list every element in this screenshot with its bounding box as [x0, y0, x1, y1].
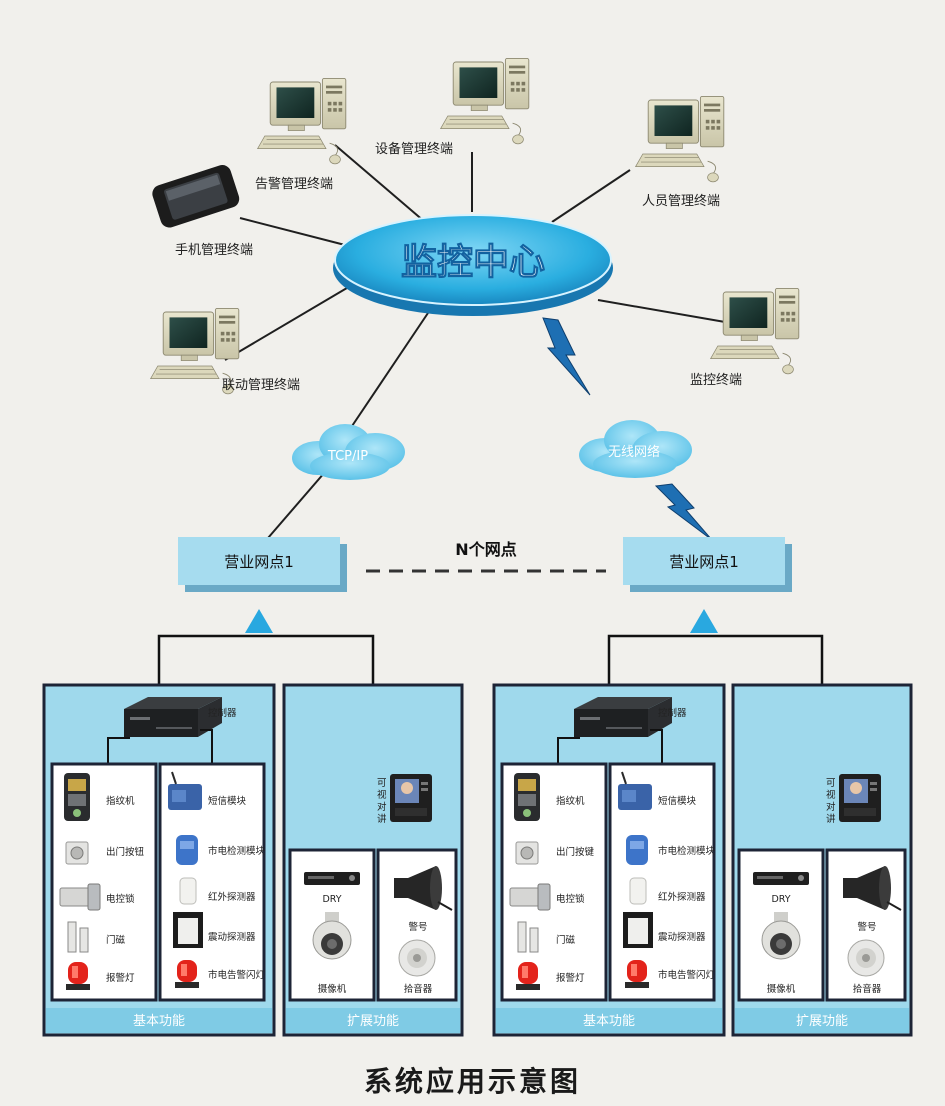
branch-left-arrow-icon	[245, 609, 273, 633]
infrared-detector-icon	[179, 877, 197, 905]
fingerprint-icon	[64, 773, 90, 821]
basic-item: 电控锁	[106, 893, 135, 905]
basic-item: 市电检测模块	[208, 845, 266, 857]
center-links	[224, 144, 726, 539]
intercom-label: 可视对讲	[826, 778, 836, 825]
controller-label: 控制器	[658, 707, 687, 719]
vibration-detector-icon	[623, 912, 653, 948]
device-mgmt-pc-icon	[440, 57, 530, 145]
wireless-label: 无线网络	[608, 444, 660, 460]
basic-footer-right: 基本功能	[583, 1014, 635, 1029]
alarm-lamp-icon	[516, 962, 540, 990]
basic-item: 报警灯	[556, 972, 585, 984]
pickup-mic-icon	[847, 939, 885, 977]
infrared-detector-icon	[629, 877, 647, 905]
basic-item: 市电告警闪灯	[208, 969, 266, 981]
branch-left-label: 营业网点1	[224, 553, 294, 571]
mobile-phone-icon	[152, 165, 240, 228]
basic-item: 震动探测器	[208, 931, 256, 943]
branch-left: 营业网点1	[178, 537, 347, 592]
horn-label: 警号	[857, 921, 876, 933]
camera-label: 摄像机	[318, 983, 347, 995]
video-intercom-icon	[839, 774, 881, 822]
monitoring-center: 监控中心	[333, 214, 613, 316]
dvr-label: DRY	[771, 894, 790, 905]
video-intercom-icon	[390, 774, 432, 822]
wireless-cloud: 无线网络	[579, 420, 692, 478]
wireless-bolt-icon	[542, 317, 591, 396]
horn-label: 警号	[408, 921, 427, 933]
electric-lock-icon	[59, 883, 101, 911]
dvr-label: DRY	[322, 894, 341, 905]
pickup-label: 拾音器	[853, 983, 882, 995]
personnel-mgmt-label: 人员管理终端	[642, 193, 720, 209]
controller-label: 控制器	[208, 707, 237, 719]
branch-right: 营业网点1	[623, 537, 792, 592]
basic-item: 红外探测器	[208, 891, 256, 903]
dvr-icon	[753, 872, 809, 885]
diagram-title: 系统应用示意图	[363, 1065, 581, 1098]
fingerprint-icon	[514, 773, 540, 821]
n-branches-label: N个网点	[455, 540, 516, 559]
basic-item: 指纹机	[106, 795, 135, 807]
tcpip-cloud: TCP/IP	[292, 424, 405, 480]
flash-lamp-icon	[175, 960, 199, 988]
basic-item: 震动探测器	[658, 931, 706, 943]
exit-button-icon	[65, 841, 89, 865]
basic-item: 短信模块	[208, 795, 247, 807]
panel-group-right: 基本功能 扩展功能 控制器 指纹机 出门按键 电控锁 门磁 报警灯 短信模块 市…	[492, 683, 913, 1037]
basic-item: 门磁	[106, 934, 126, 946]
basic-item: 出门按键	[556, 846, 595, 858]
exit-button-icon	[515, 841, 539, 865]
wireless-bolt-icon	[654, 483, 713, 541]
ext-footer-left: 扩展功能	[347, 1014, 399, 1029]
power-detect-icon	[176, 835, 198, 865]
branch-right-label: 营业网点1	[669, 553, 739, 571]
basic-item: 报警灯	[106, 972, 135, 984]
basic-item: 门磁	[556, 934, 576, 946]
tcpip-label: TCP/IP	[327, 449, 368, 464]
basic-item: 红外探测器	[658, 891, 706, 903]
pickup-label: 拾音器	[404, 983, 433, 995]
personnel-mgmt-pc-icon	[635, 95, 725, 183]
basic-item: 市电告警闪灯	[658, 969, 716, 981]
alarm-lamp-icon	[66, 962, 90, 990]
mobile-mgmt-label: 手机管理终端	[175, 242, 253, 258]
alarm-mgmt-label: 告警管理终端	[255, 176, 333, 192]
panel-group-left: 基本功能 扩展功能 控制器 指纹机 出门按钮 电控锁 门磁 报警灯 短信模块 市…	[42, 683, 464, 1037]
alarm-mgmt-pc-icon	[257, 77, 347, 165]
vibration-detector-icon	[173, 912, 203, 948]
panel-connectors	[157, 634, 824, 685]
basic-footer-left: 基本功能	[133, 1014, 185, 1029]
electric-lock-icon	[509, 883, 551, 911]
ext-footer-right: 扩展功能	[796, 1014, 848, 1029]
basic-item: 短信模块	[658, 795, 697, 807]
flash-lamp-icon	[625, 960, 649, 988]
monitor-label: 监控终端	[690, 372, 742, 388]
device-mgmt-label: 设备管理终端	[375, 141, 453, 157]
camera-label: 摄像机	[767, 983, 796, 995]
linkage-mgmt-label: 联动管理终端	[222, 377, 300, 393]
basic-item: 指纹机	[556, 795, 585, 807]
basic-item: 电控锁	[556, 893, 585, 905]
dvr-icon	[304, 872, 360, 885]
monitor-pc-icon	[710, 287, 800, 375]
pickup-mic-icon	[398, 939, 436, 977]
basic-item: 市电检测模块	[658, 845, 716, 857]
center-label: 监控中心	[401, 242, 545, 283]
basic-item: 出门按钮	[106, 846, 145, 858]
intercom-label: 可视对讲	[377, 778, 387, 825]
branch-right-arrow-icon	[690, 609, 718, 633]
power-detect-icon	[626, 835, 648, 865]
